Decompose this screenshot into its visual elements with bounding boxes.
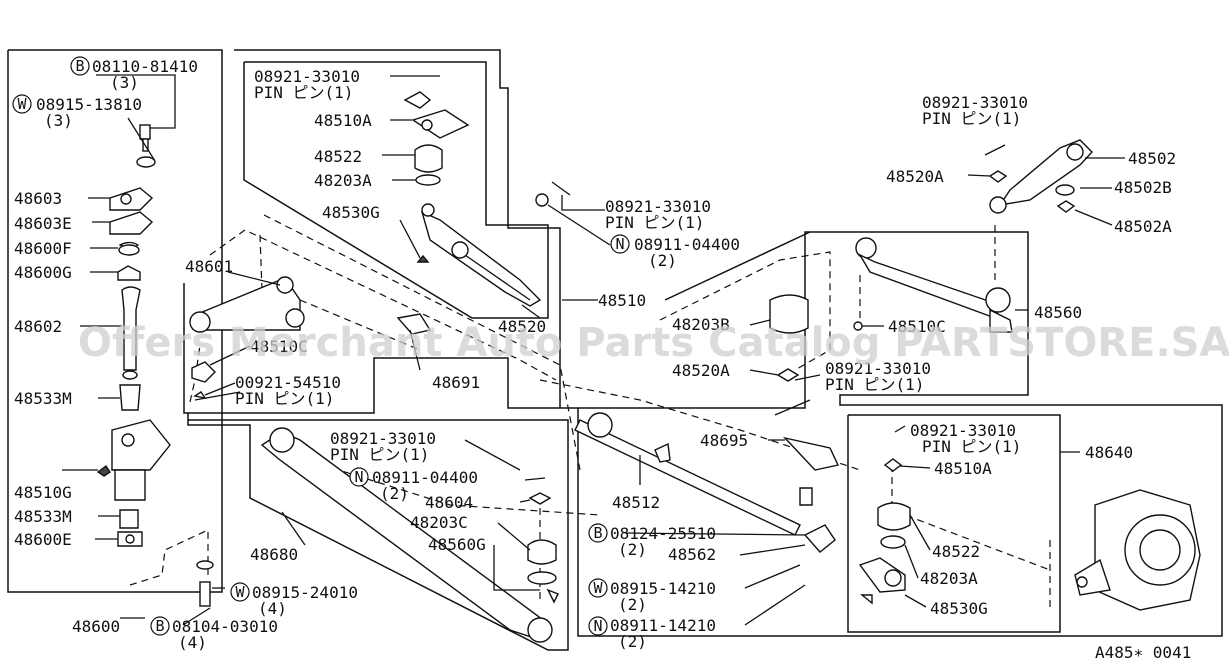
nut-marker (610, 234, 630, 254)
label-48533M-lower: 48533M (14, 507, 72, 526)
label-00921-pin: PIN ピン(1) (235, 389, 334, 408)
label-08911-qty-b: (2) (380, 484, 409, 503)
nut-marker-text: N (615, 235, 624, 253)
washer-marker-text: W (17, 95, 27, 113)
bolt-marker (70, 56, 90, 76)
label-08915-13810-qty: (3) (44, 111, 73, 130)
label-08921-pin-e: PIN ピン(1) (825, 375, 924, 394)
bolt-marker-text: B (155, 617, 164, 635)
label-48510: 48510 (598, 291, 646, 310)
label-48600G: 48600G (14, 263, 72, 282)
label-48530G-top: 48530G (322, 203, 380, 222)
label-48203B: 48203B (672, 315, 730, 334)
label-08915-14210-qty: (2) (618, 595, 647, 614)
frame-lines (7, 49, 1223, 651)
label-48600: 48600 (72, 617, 120, 636)
label-08124-qty: (2) (618, 540, 647, 559)
label-08921-33010-c: 08921-33010 (330, 429, 436, 448)
label-08921-33010-f: 08921-33010 (910, 421, 1016, 440)
label-08911-04400-b: 08911-04400 (372, 468, 478, 487)
label-48203C: 48203C (410, 513, 468, 532)
label-08911-14210-qty: (2) (618, 632, 647, 651)
label-08104-qty: (4) (178, 633, 207, 652)
label-08921-pin-b: PIN ピン(1) (605, 213, 704, 232)
bolt-marker (588, 523, 608, 543)
nut-marker-text: N (593, 617, 602, 635)
washer-marker (588, 578, 608, 598)
label-08921-33010-e: 08921-33010 (825, 359, 931, 378)
label-48533M-upper: 48533M (14, 389, 72, 408)
label-08915-14210: 08915-14210 (610, 579, 716, 598)
label-08921-pin-f: PIN ピン(1) (922, 437, 1021, 456)
label-08921-pin-d: PIN ピン(1) (922, 109, 1021, 128)
washer-marker-text: W (593, 579, 603, 597)
bolt-marker (150, 616, 170, 636)
reference-markers: B W B W N N B W N (12, 56, 630, 636)
label-48601: 48601 (185, 257, 233, 276)
label-48510A-right: 48510A (934, 459, 992, 478)
nut-marker (588, 616, 608, 636)
bolt-marker-text: B (75, 57, 84, 75)
label-48562: 48562 (668, 545, 716, 564)
label-48502: 48502 (1128, 149, 1176, 168)
label-48603E: 48603E (14, 214, 72, 233)
label-08911-14210: 08911-14210 (610, 616, 716, 635)
leader-lines (62, 74, 1125, 626)
label-48512: 48512 (612, 493, 660, 512)
label-08124-25510: 08124-25510 (610, 524, 716, 543)
label-48510G: 48510G (14, 483, 72, 502)
label-48520A-mid: 48520A (672, 361, 730, 380)
label-48502A: 48502A (1114, 217, 1172, 236)
label-48502B: 48502B (1114, 178, 1172, 197)
label-48560: 48560 (1034, 303, 1082, 322)
label-00921-54510: 00921-54510 (235, 373, 341, 392)
label-08921-33010-b: 08921-33010 (605, 197, 711, 216)
label-08915-13810: 08915-13810 (36, 95, 142, 114)
label-48603: 48603 (14, 189, 62, 208)
watermark-text: Offers Merchant Auto Parts Catalog PARTS… (78, 320, 1229, 366)
label-08921-33010-a: 08921-33010 (254, 67, 360, 86)
label-48604: 48604 (425, 493, 473, 512)
label-08911-qty-a: (2) (648, 251, 677, 270)
parts (96, 91, 1201, 643)
label-48522-top: 48522 (314, 147, 362, 166)
label-48600F: 48600F (14, 239, 72, 258)
bolt-marker-text: B (593, 524, 602, 542)
label-08110-81410: 08110-81410 (92, 57, 198, 76)
label-08911-04400-a: 08911-04400 (634, 235, 740, 254)
label-48203A-top: 48203A (314, 171, 372, 190)
label-48510C-right: 48510C (888, 317, 946, 336)
label-48640: 48640 (1085, 443, 1133, 462)
label-48520: 48520 (498, 317, 546, 336)
label-48522-right: 48522 (932, 542, 980, 561)
label-08921-pin-c: PIN ピン(1) (330, 445, 429, 464)
label-48691: 48691 (432, 373, 480, 392)
label-48602: 48602 (14, 317, 62, 336)
washer-marker-text: W (235, 583, 245, 601)
label-08921-33010-d: 08921-33010 (922, 93, 1028, 112)
nut-marker (349, 467, 369, 487)
nut-marker-text: N (354, 468, 363, 486)
label-48510A-top: 48510A (314, 111, 372, 130)
label-48520A-top: 48520A (886, 167, 944, 186)
label-08921-pin-a: PIN ピン(1) (254, 83, 353, 102)
part-labels: 08110-81410 (3) 08915-13810 (3) 48603 48… (14, 57, 1191, 662)
washer-marker (230, 582, 250, 602)
label-08915-24010-qty: (4) (258, 599, 287, 618)
label-48695: 48695 (700, 431, 748, 450)
label-48510C: 48510C (250, 337, 308, 356)
label-48530G-right: 48530G (930, 599, 988, 618)
label-08915-24010: 08915-24010 (252, 583, 358, 602)
label-08110-qty: (3) (110, 73, 139, 92)
label-08104-03010: 08104-03010 (172, 617, 278, 636)
label-48203A-right: 48203A (920, 569, 978, 588)
washer-marker (12, 94, 32, 114)
label-48680: 48680 (250, 545, 298, 564)
figure-code: A485∗ 0041 (1095, 643, 1191, 662)
label-48600E: 48600E (14, 530, 72, 549)
label-48560G: 48560G (428, 535, 486, 554)
